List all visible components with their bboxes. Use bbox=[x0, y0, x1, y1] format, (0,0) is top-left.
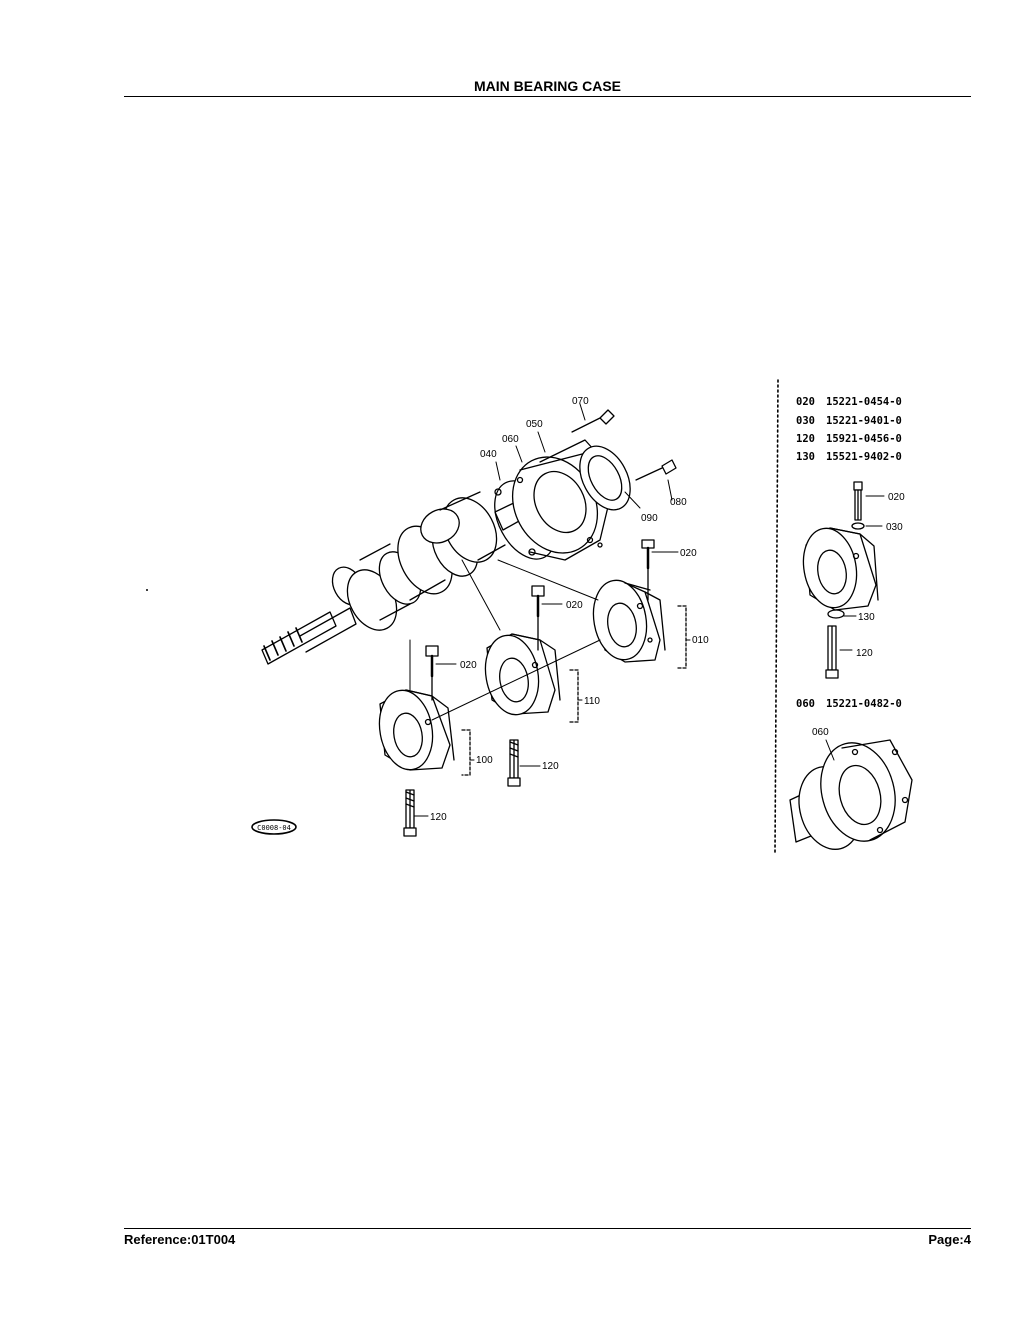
callout-040: 040 bbox=[480, 449, 497, 460]
side-pn-020: 15221-0454-0 bbox=[826, 396, 902, 408]
page-number: Page:4 bbox=[928, 1232, 971, 1247]
callout-120-b: 120 bbox=[430, 812, 447, 823]
header-rule bbox=[124, 96, 971, 97]
section-divider bbox=[774, 379, 779, 853]
side-callout-020: 020 bbox=[888, 492, 905, 503]
bearing-case-100-drawing bbox=[378, 645, 471, 776]
side-case-060-drawing bbox=[789, 739, 913, 850]
callout-020-c: 020 bbox=[460, 660, 477, 671]
callout-090: 090 bbox=[641, 513, 658, 524]
side-callout-120: 120 bbox=[856, 648, 873, 659]
side-pn-060: 15221-0482-0 bbox=[826, 698, 902, 710]
side-callout-030: 030 bbox=[886, 522, 903, 533]
callout-080: 080 bbox=[670, 497, 687, 508]
rear-bearing-case-drawing bbox=[494, 409, 677, 561]
callout-010: 010 bbox=[692, 635, 709, 646]
callout-120-a: 120 bbox=[542, 761, 559, 772]
side-ref-060: 060 bbox=[796, 698, 815, 710]
callout-020-a: 020 bbox=[680, 548, 697, 559]
side-callout-130: 130 bbox=[858, 612, 875, 623]
side-ref-020: 020 bbox=[796, 396, 815, 408]
leader-lines bbox=[409, 403, 691, 817]
callout-050: 050 bbox=[526, 419, 543, 430]
callout-020-b: 020 bbox=[566, 600, 583, 611]
bolt-120-drawing bbox=[403, 739, 521, 837]
bearing-case-110-drawing bbox=[484, 585, 579, 723]
callout-110: 110 bbox=[584, 696, 600, 707]
callout-060: 060 bbox=[502, 434, 519, 445]
side-ref-130: 130 bbox=[796, 451, 815, 463]
stamp-code: C0008-04 bbox=[257, 824, 291, 832]
side-ref-120: 120 bbox=[796, 433, 815, 445]
crankshaft-drawing bbox=[146, 491, 529, 665]
bearing-case-010-drawing bbox=[592, 539, 687, 669]
callout-070: 070 bbox=[572, 396, 589, 407]
side-ref-030: 030 bbox=[796, 415, 815, 427]
side-bearing-drawing bbox=[802, 481, 885, 679]
page-title: MAIN BEARING CASE bbox=[473, 78, 621, 94]
drawing-stamp: C0008-04 bbox=[251, 819, 297, 835]
side-part-list: 020 15221-0454-0 030 15221-9401-0 120 15… bbox=[796, 396, 902, 710]
footer-rule bbox=[124, 1228, 971, 1229]
side-pn-130: 15521-9402-0 bbox=[826, 451, 902, 463]
callout-100: 100 bbox=[476, 755, 493, 766]
reference-code: Reference:01T004 bbox=[124, 1232, 236, 1247]
side-pn-120: 15921-0456-0 bbox=[826, 433, 902, 445]
side-pn-030: 15221-9401-0 bbox=[826, 415, 902, 427]
side-callout-060: 060 bbox=[812, 727, 829, 738]
